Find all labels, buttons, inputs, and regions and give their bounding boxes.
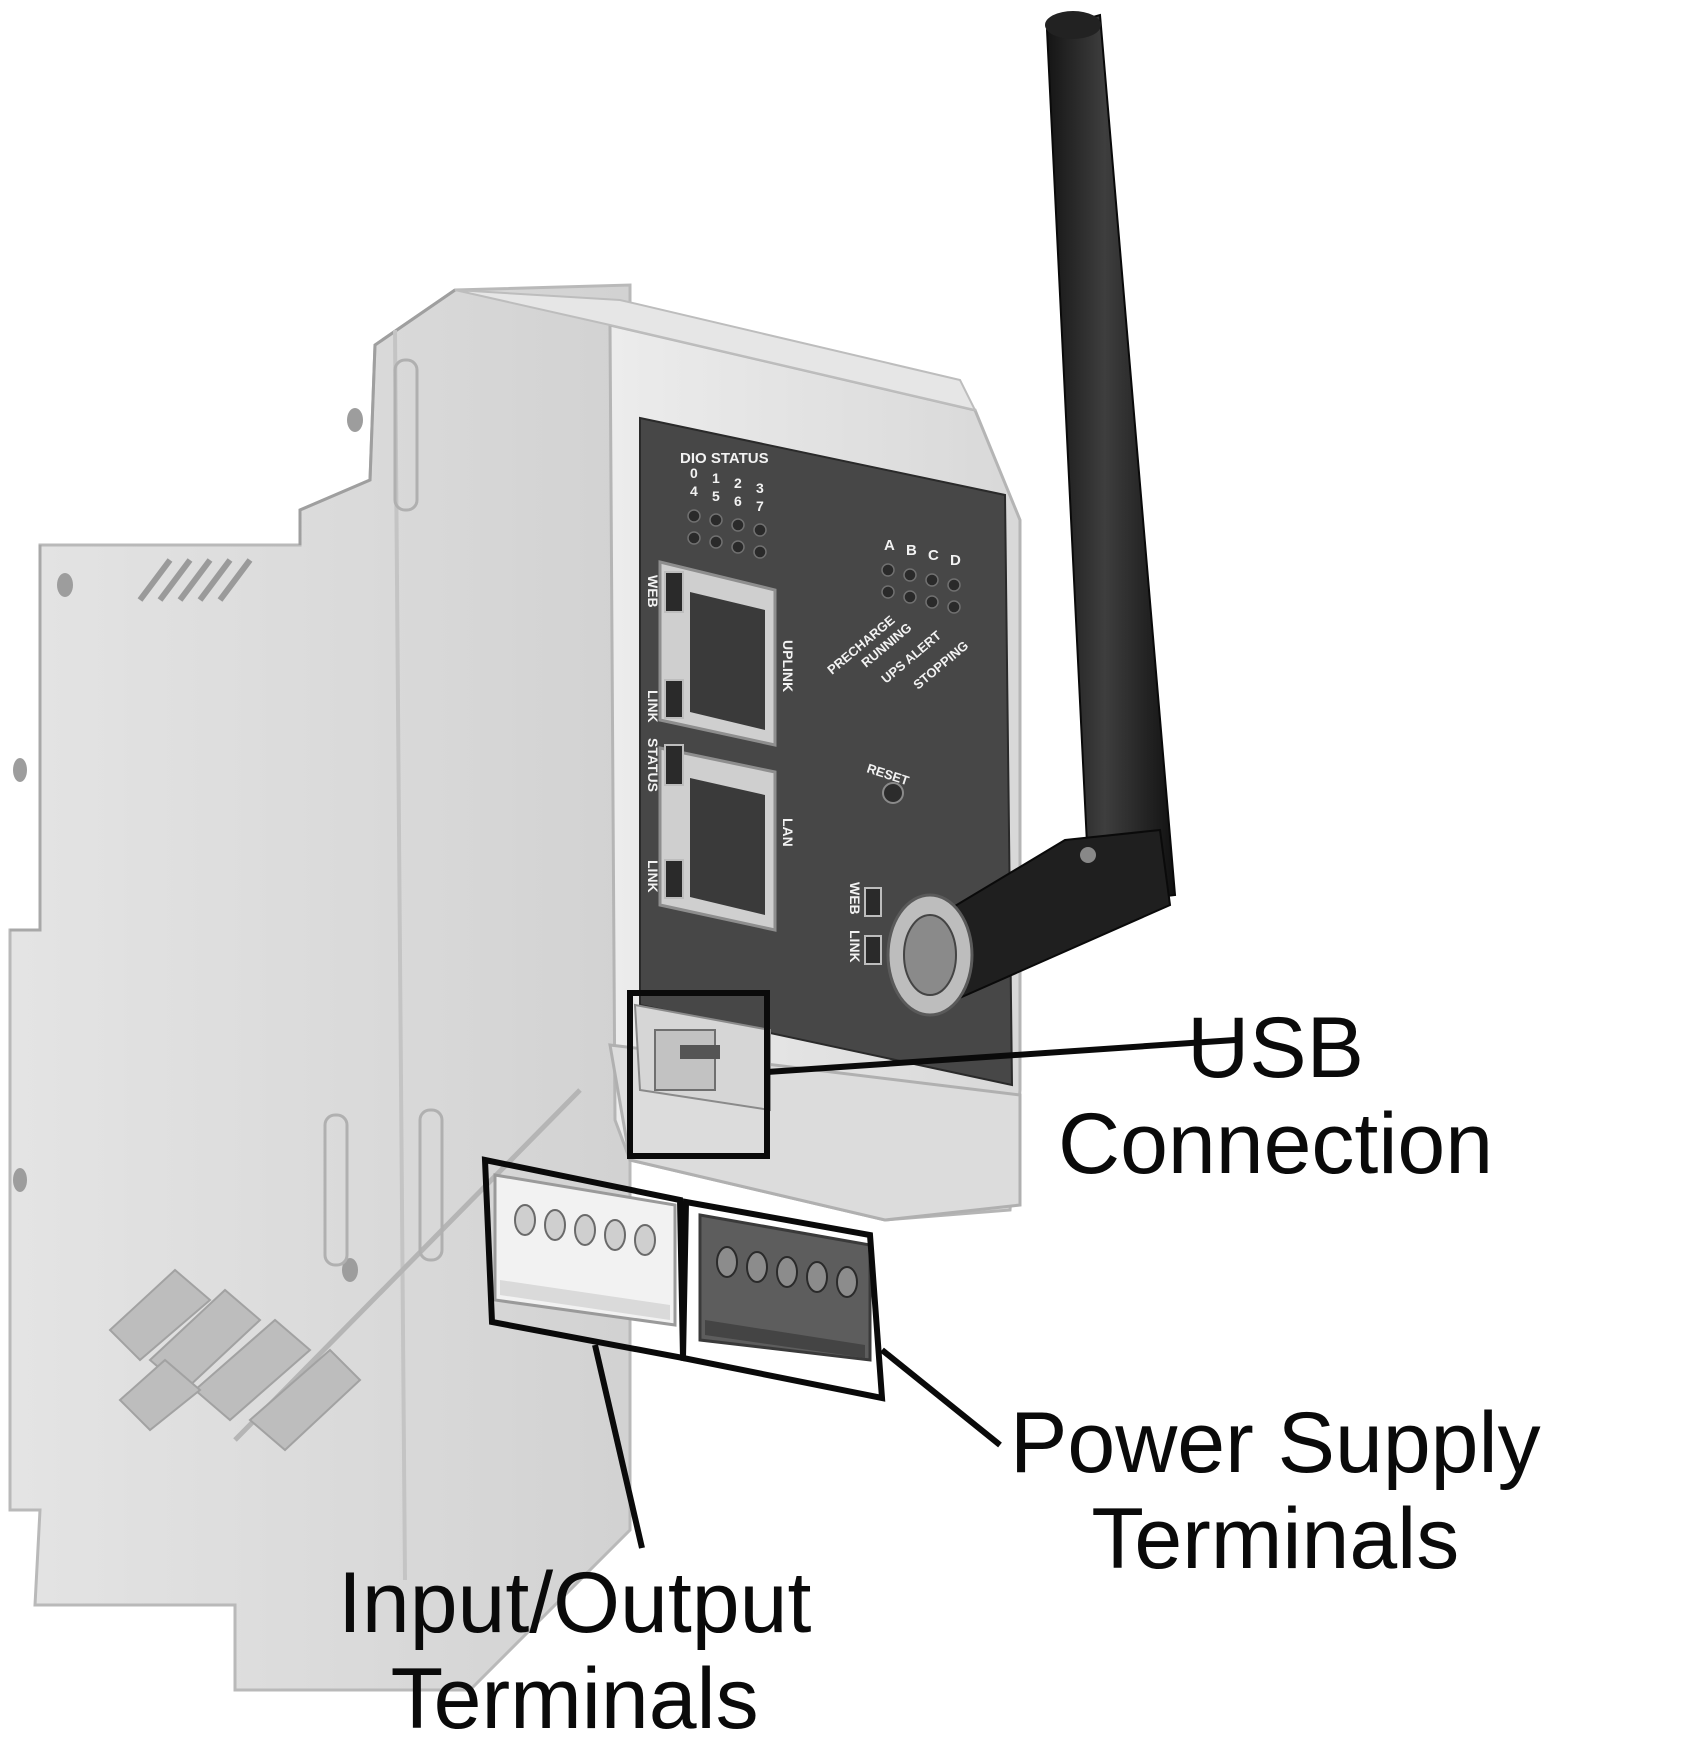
dio-number: 4 bbox=[690, 483, 698, 499]
usb-leader-line bbox=[766, 1037, 1236, 1075]
status-label: STATUS bbox=[645, 738, 661, 792]
link-right-label: LINK bbox=[847, 930, 863, 963]
power-label-line2: Terminals bbox=[1091, 1491, 1460, 1588]
usb-connection-label: USB Connection bbox=[1058, 1000, 1493, 1193]
dio-number: 0 bbox=[690, 465, 698, 481]
web-label: WEB bbox=[645, 575, 661, 608]
ups-letter: A bbox=[884, 537, 895, 554]
io-terminal-block bbox=[493, 1173, 677, 1327]
housing-side bbox=[8, 283, 632, 1692]
web-right-label: WEB bbox=[847, 882, 863, 915]
power-label-line1: Power Supply bbox=[1010, 1395, 1541, 1491]
dio-number: 1 bbox=[712, 470, 720, 486]
power-terminal-block bbox=[698, 1213, 872, 1362]
link-label: LINK bbox=[645, 860, 661, 893]
power-supply-label: Power Supply Terminals bbox=[1010, 1395, 1541, 1588]
link-label: LINK bbox=[645, 690, 661, 723]
io-terminals-label: Input/Output Terminals bbox=[338, 1555, 811, 1748]
uplink-label: UPLINK bbox=[780, 640, 796, 692]
usb-label-line1: USB bbox=[1187, 1000, 1364, 1096]
io-label-line2: Terminals bbox=[390, 1651, 759, 1748]
lan-label: LAN bbox=[780, 818, 796, 847]
dio-number: 5 bbox=[712, 488, 720, 504]
dio-number: 7 bbox=[756, 498, 764, 514]
power-callout bbox=[679, 1198, 1002, 1448]
dio-number: 6 bbox=[734, 493, 742, 509]
dio-number: 2 bbox=[734, 475, 742, 491]
io-label-line1: Input/Output bbox=[338, 1555, 812, 1651]
power-callout-box bbox=[679, 1198, 886, 1402]
reset-button bbox=[882, 782, 904, 804]
antenna bbox=[886, 11, 1177, 1017]
usb-callout-box bbox=[627, 990, 770, 1159]
ups-letter: D bbox=[950, 552, 961, 569]
ethernet-ports bbox=[658, 560, 882, 965]
ups-letter: B bbox=[906, 542, 917, 559]
ups-letter: C bbox=[928, 547, 939, 564]
usb-label-line2: Connection bbox=[1058, 1096, 1494, 1193]
dio-number: 3 bbox=[756, 480, 764, 496]
usb-port bbox=[633, 1003, 771, 1112]
dio-status-label: DIO STATUS bbox=[680, 450, 769, 467]
power-leader-line bbox=[880, 1347, 1002, 1448]
usb-callout bbox=[627, 990, 1236, 1159]
io-leader-line bbox=[592, 1344, 645, 1549]
